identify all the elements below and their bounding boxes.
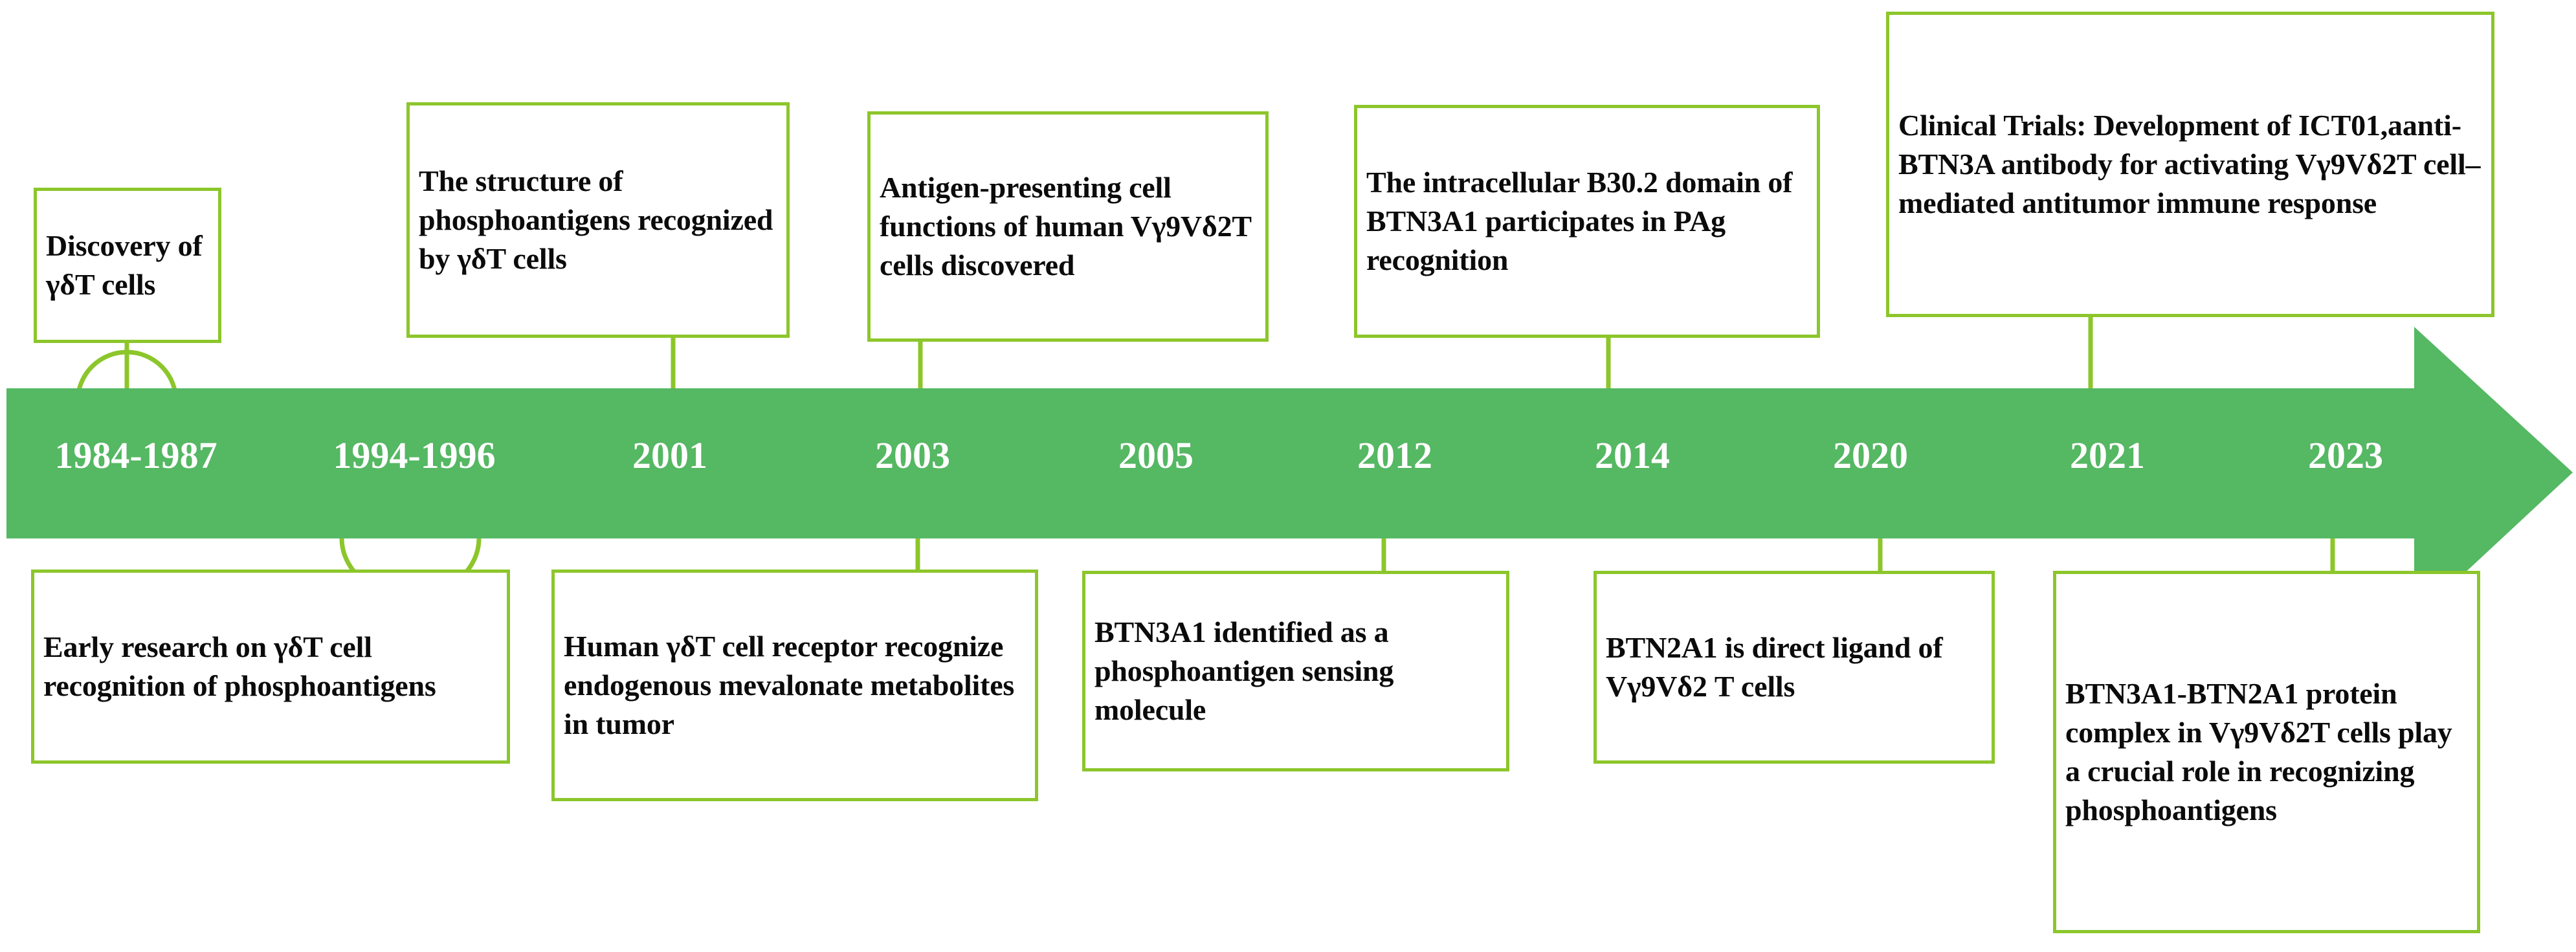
event-text: Antigen-presenting cell functions of hum… bbox=[880, 171, 1252, 282]
event-box-below-2023[interactable]: BTN3A1-BTN2A1 protein complex in Vγ9Vδ2T… bbox=[2053, 571, 2480, 933]
event-box-below-2005[interactable]: Human γδT cell receptor recognize endoge… bbox=[551, 570, 1038, 801]
event-box-below-1994-1996[interactable]: Early research on γδT cell recognition o… bbox=[31, 570, 510, 764]
event-box-above-2003[interactable]: Antigen-presenting cell functions of hum… bbox=[867, 111, 1269, 342]
year-label-4: 2005 bbox=[1118, 434, 1194, 476]
connector-arc-up-1984-1987 bbox=[75, 349, 179, 402]
year-label-8: 2021 bbox=[2070, 434, 2145, 476]
year-label-3: 2003 bbox=[875, 434, 950, 476]
event-text: BTN2A1 is direct ligand of Vγ9Vδ2 T cell… bbox=[1606, 631, 1943, 703]
event-box-below-2012[interactable]: BTN3A1 identified as a phosphoantigen se… bbox=[1082, 571, 1509, 771]
year-label-0: 1984-1987 bbox=[54, 434, 217, 476]
event-text: BTN3A1 identified as a phosphoantigen se… bbox=[1094, 615, 1394, 726]
event-box-above-2001[interactable]: The structure of phosphoantigens recogni… bbox=[406, 102, 790, 338]
year-label-1: 1994-1996 bbox=[333, 434, 496, 476]
event-text: Human γδT cell receptor recognize endoge… bbox=[564, 630, 1015, 740]
year-label-6: 2014 bbox=[1595, 434, 1670, 476]
event-box-above-1984-1987[interactable]: Discovery of γδT cells bbox=[34, 188, 221, 343]
event-text: BTN3A1-BTN2A1 protein complex in Vγ9Vδ2T… bbox=[2065, 677, 2452, 826]
event-box-above-2021[interactable]: Clinical Trials: Development of ICT01,aa… bbox=[1886, 12, 2494, 317]
event-box-below-2020[interactable]: BTN2A1 is direct ligand of Vγ9Vδ2 T cell… bbox=[1593, 571, 1995, 764]
year-label-9: 2023 bbox=[2308, 434, 2383, 476]
event-text: The intracellular B30.2 domain of BTN3A1… bbox=[1366, 166, 1793, 276]
event-text: The structure of phosphoantigens recogni… bbox=[419, 164, 773, 275]
event-text: Discovery of γδT cells bbox=[46, 229, 203, 301]
year-label-2: 2001 bbox=[632, 434, 707, 476]
year-label-5: 2012 bbox=[1357, 434, 1432, 476]
year-label-7: 2020 bbox=[1833, 434, 1908, 476]
event-text: Clinical Trials: Development of ICT01,aa… bbox=[1898, 109, 2481, 219]
event-box-above-2014[interactable]: The intracellular B30.2 domain of BTN3A1… bbox=[1354, 105, 1820, 338]
event-text: Early research on γδT cell recognition o… bbox=[43, 630, 436, 702]
